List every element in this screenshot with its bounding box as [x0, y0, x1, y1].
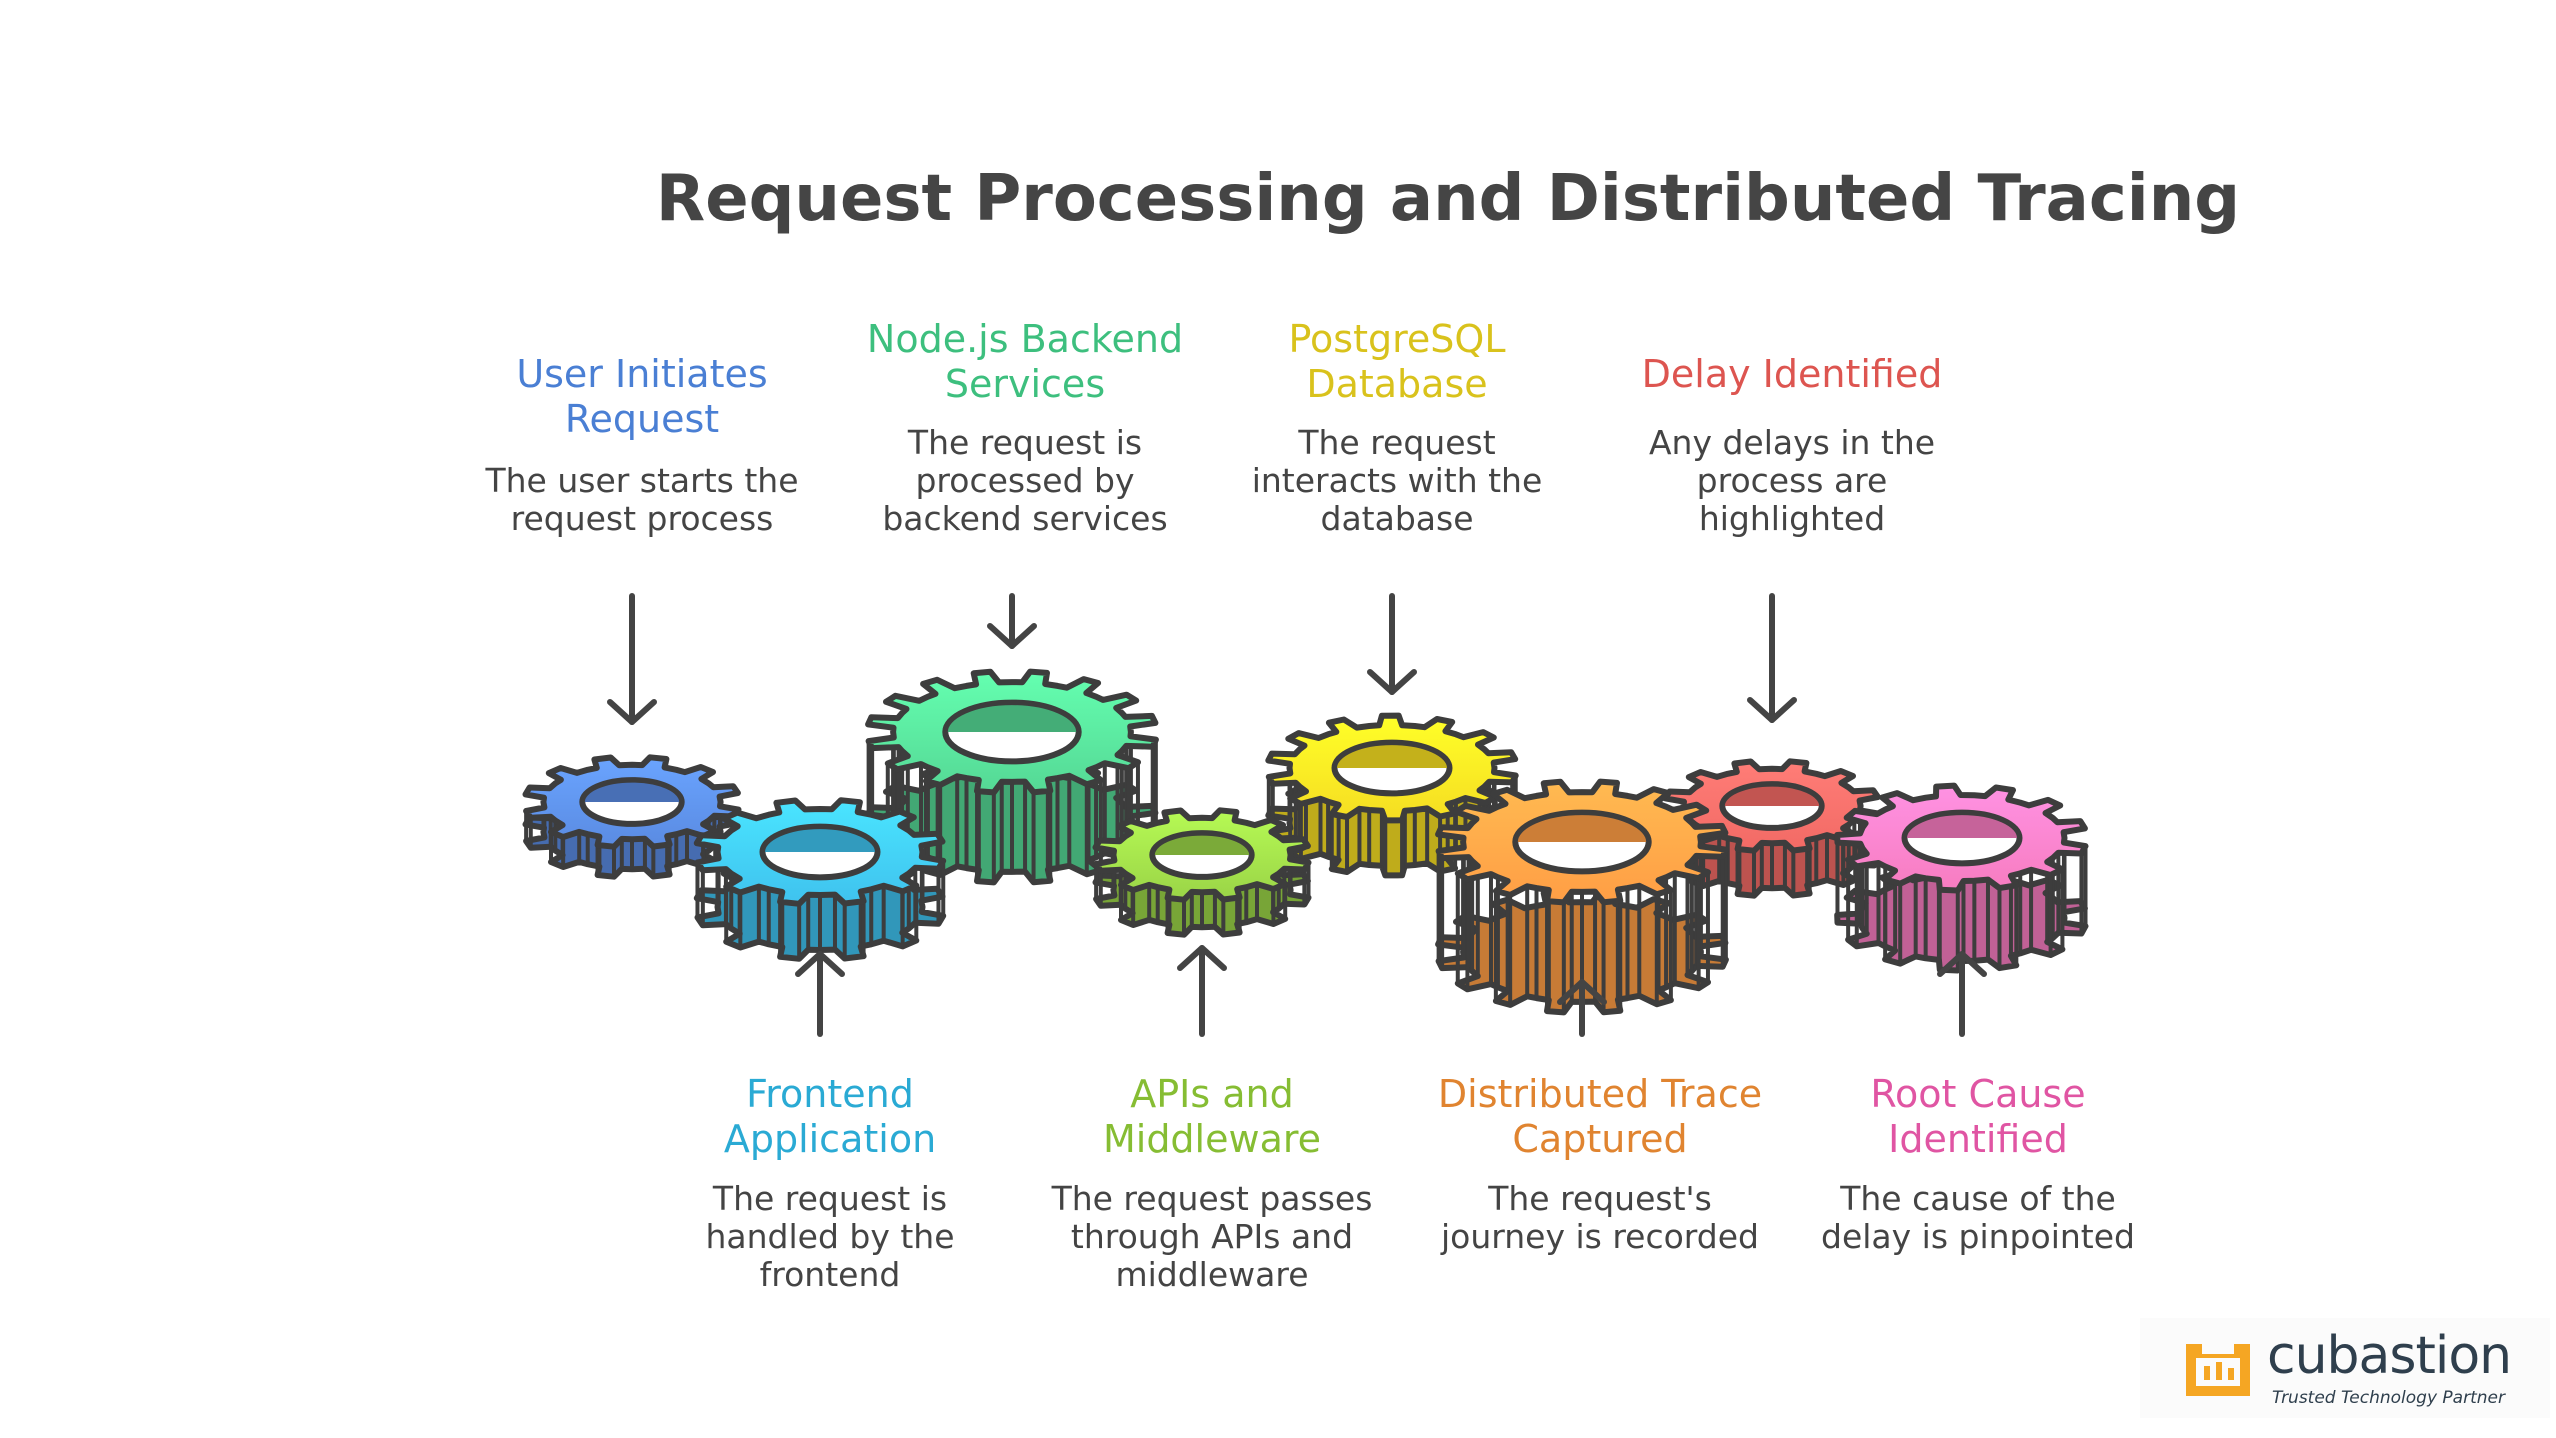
step-description-line: database [1320, 499, 1474, 538]
step-label-line: Distributed Trace [1437, 1072, 1763, 1116]
gear-icon [1435, 778, 1729, 1016]
step-label-line: Delay Identified [1641, 352, 1943, 396]
step-description-line: backend services [882, 499, 1168, 538]
step-description-line: handled by the [705, 1217, 955, 1256]
step-description-line: Any delays in the [1648, 423, 1936, 462]
step-description-line: The request is [712, 1179, 948, 1218]
step-description-line: The user starts the [485, 461, 799, 500]
step-label-line: Captured [1512, 1117, 1688, 1161]
step-description-line: frontend [759, 1255, 901, 1294]
arrow-up-icon [1557, 979, 1607, 1037]
arrow-down-icon [607, 593, 657, 725]
gear-icon [522, 754, 742, 880]
step-description-line: process are [1696, 461, 1888, 500]
step-description-line: request process [510, 499, 774, 538]
arrow-down-icon [1747, 593, 1797, 723]
step-description-line: The request [1298, 423, 1496, 462]
step-label-line: Middleware [1102, 1117, 1322, 1161]
gear-icon [1834, 782, 2089, 974]
step-description-line: interacts with the [1251, 461, 1543, 500]
step-description-line: highlighted [1698, 499, 1886, 538]
step-label-line: Database [1306, 362, 1488, 406]
step-label-line: User Initiates [516, 352, 768, 396]
step-label-line: Request [564, 397, 720, 441]
step-label-line: Identified [1888, 1117, 2068, 1161]
step-description-line: through APIs and [1070, 1217, 1354, 1256]
logo-wordmark: cubastion [2267, 1326, 2512, 1386]
gear-icon [693, 797, 947, 962]
step-description-line: The request is [907, 423, 1143, 462]
cubastion-logo-icon [2186, 1344, 2250, 1396]
step-label-line: Frontend [746, 1072, 914, 1116]
arrow-down-icon [1367, 593, 1417, 695]
cubastion-logo: cubastion Trusted Technology Partner [2140, 1318, 2550, 1418]
arrow-down-icon [987, 593, 1037, 649]
step-label-line: Services [944, 362, 1106, 406]
logo-tagline: Trusted Technology Partner [2272, 1388, 2505, 1408]
step-label-line: APIs and [1130, 1072, 1294, 1116]
step-label-line: PostgreSQL [1288, 317, 1506, 361]
gear-icon [1265, 712, 1519, 879]
step-label-line: Root Cause [1870, 1072, 2086, 1116]
step-description-line: journey is recorded [1440, 1217, 1759, 1256]
step-description-line: The request passes [1051, 1179, 1373, 1218]
step-label-line: Node.js Backend [866, 317, 1184, 361]
step-description-line: delay is pinpointed [1821, 1217, 2135, 1256]
page-title: Request Processing and Distributed Traci… [655, 162, 2241, 236]
gear-icon [1092, 807, 1312, 938]
step-label-line: Application [723, 1117, 937, 1161]
step-description-line: The cause of the [1840, 1179, 2116, 1218]
step-description-line: middleware [1115, 1255, 1309, 1294]
gear-icon [865, 668, 1159, 886]
arrow-up-icon [1177, 945, 1227, 1037]
arrow-up-icon [795, 951, 845, 1037]
step-description-line: The request's [1488, 1179, 1712, 1218]
step-description-line: processed by [915, 461, 1135, 500]
step-label: Delay Identified [1602, 352, 1982, 397]
arrow-up-icon [1937, 951, 1987, 1037]
